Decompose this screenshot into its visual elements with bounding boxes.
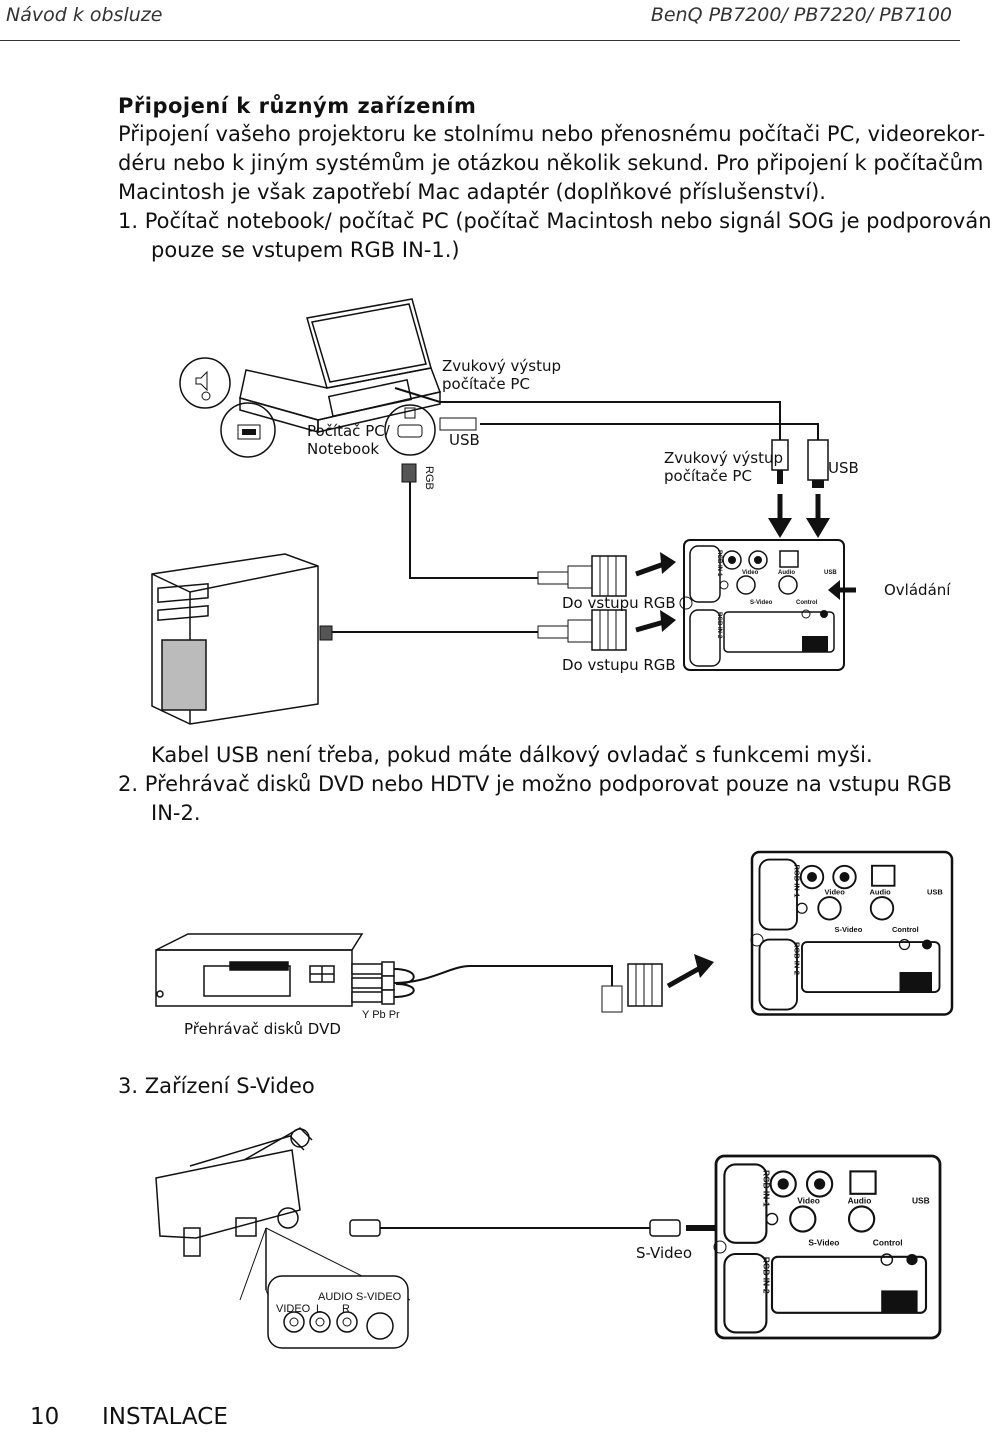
- pc-notebook-line-2: Notebook: [307, 440, 379, 458]
- vga-connector-a: [537, 555, 627, 597]
- svideo-cable-label: S-Video: [636, 1244, 692, 1262]
- svg-text:RGB IN-2: RGB IN-2: [762, 1257, 772, 1294]
- svg-text:USB: USB: [927, 888, 943, 897]
- item-2-line-2: IN-2.: [151, 801, 201, 825]
- svg-text:S-Video: S-Video: [808, 1238, 839, 1248]
- svg-text:Video: Video: [797, 1196, 820, 1206]
- item-3: 3. Zařízení S-Video: [118, 1074, 315, 1098]
- audio-out-top-line-1: Zvukový výstup: [442, 357, 561, 375]
- pc-tower-illustration: [151, 553, 319, 725]
- item-1-line-2: pouze se vstupem RGB IN-1.): [151, 238, 460, 262]
- svg-text:Video: Video: [742, 570, 759, 576]
- rca-plugs: [351, 961, 395, 1005]
- svg-text:S-Video: S-Video: [750, 600, 773, 606]
- vga-connector-dvd: [601, 963, 663, 1013]
- audio-r-label: R: [342, 1303, 350, 1315]
- av-port-box: [267, 1275, 409, 1349]
- diagram-dvd-connection: RGB IN-1 RGB IN-2 Video Audio USB S-Vide…: [155, 850, 954, 1038]
- usb-label-a: USB: [449, 431, 480, 449]
- intro-line-1: Připojení vašeho projektoru ke stolnímu …: [118, 122, 986, 146]
- svg-text:RGB IN-2: RGB IN-2: [793, 942, 802, 975]
- svg-text:RGB IN-1: RGB IN-1: [762, 1170, 772, 1207]
- projector-panel-3: RGB IN-1 RGB IN-2 Video Audio USB S-Vide…: [714, 1154, 942, 1340]
- footer-section: INSTALACE: [102, 1404, 228, 1430]
- diagram-pc-connection: RGB IN-1 RGB IN-2 Video Audio USB S-Vide…: [151, 298, 951, 725]
- speaker-icon: [179, 357, 231, 409]
- svg-text:Audio: Audio: [778, 570, 795, 576]
- rgb-in-label-a: Do vstupu RGB: [562, 594, 676, 612]
- projector-panel-1: RGB IN-1 RGB IN-2 Video Audio USB S-Vide…: [683, 539, 845, 671]
- connection-diagrams: RGB IN-1 RGB IN-2 Video Audio USB S-Vide…: [151, 298, 954, 1349]
- dvd-player-illustration: [155, 933, 364, 1007]
- svideo-port-label: S-VIDEO: [356, 1291, 402, 1303]
- audio-out-top-line-2: počítače PC: [442, 375, 530, 393]
- svg-text:Audio: Audio: [848, 1196, 872, 1206]
- rgb-vertical-label: RGB: [423, 466, 435, 490]
- diagram-svideo-connection: RGB IN-1 RGB IN-2 Video Audio USB S-Vide…: [155, 1127, 942, 1349]
- audio-out-right-line-2: počítače PC: [664, 467, 752, 485]
- camcorder-illustration: [155, 1127, 313, 1257]
- svg-text:Control: Control: [796, 600, 818, 606]
- item-2-line-1: 2. Přehrávač disků DVD nebo HDTV je možn…: [118, 772, 952, 796]
- svg-text:RGB IN-2: RGB IN-2: [716, 612, 722, 639]
- intro-line-3: Macintosh je však zapotřebí Mac adaptér …: [118, 180, 826, 204]
- section-heading: Připojení k různým zařízením: [118, 94, 477, 118]
- usb-port-icon: [220, 402, 276, 458]
- header-rule: [0, 40, 960, 41]
- usb-note: Kabel USB není třeba, pokud máte dálkový…: [151, 743, 873, 767]
- usb-label-b: USB: [828, 459, 859, 477]
- audio-port-label: AUDIO: [318, 1291, 353, 1303]
- intro-line-2: déru nebo k jiným systémům je otázkou ně…: [118, 151, 984, 175]
- ypbpr-label: Y Pb Pr: [362, 1009, 400, 1021]
- audio-out-right-line-1: Zvukový výstup: [664, 449, 783, 467]
- rgb-in-label-b: Do vstupu RGB: [562, 656, 676, 674]
- svg-text:RGB IN-1: RGB IN-1: [716, 550, 722, 577]
- pc-notebook-line-1: Počítač PC/: [307, 422, 391, 440]
- control-label: Ovládání: [884, 581, 951, 599]
- product-models: BenQ PB7200/ PB7220/ PB7100: [650, 4, 952, 26]
- dvd-player-label: Přehrávač disků DVD: [184, 1020, 341, 1038]
- svg-text:RGB IN-1: RGB IN-1: [793, 865, 802, 898]
- audio-l-label: L: [316, 1303, 322, 1315]
- notebook-illustration: [239, 298, 442, 433]
- svg-text:Control: Control: [873, 1238, 903, 1248]
- item-1-line-1: 1. Počítač notebook/ počítač PC (počítač…: [118, 209, 992, 233]
- page-number: 10: [30, 1404, 60, 1430]
- vga-port-icon: [384, 404, 436, 456]
- manual-title: Návod k obsluze: [6, 4, 163, 26]
- page-header: Návod k obsluze BenQ PB7200/ PB7220/ PB7…: [0, 0, 960, 42]
- projector-panel-2: RGB IN-1 RGB IN-2 Video Audio USB S-Vide…: [750, 850, 954, 1016]
- svg-text:Audio: Audio: [870, 888, 892, 897]
- svg-text:S-Video: S-Video: [835, 925, 863, 934]
- svg-text:USB: USB: [912, 1196, 930, 1206]
- svg-text:USB: USB: [824, 570, 837, 576]
- video-port-label: VIDEO: [276, 1303, 311, 1315]
- svg-text:Control: Control: [892, 925, 919, 934]
- vga-connector-b: [537, 609, 627, 651]
- svg-text:Video: Video: [825, 888, 846, 897]
